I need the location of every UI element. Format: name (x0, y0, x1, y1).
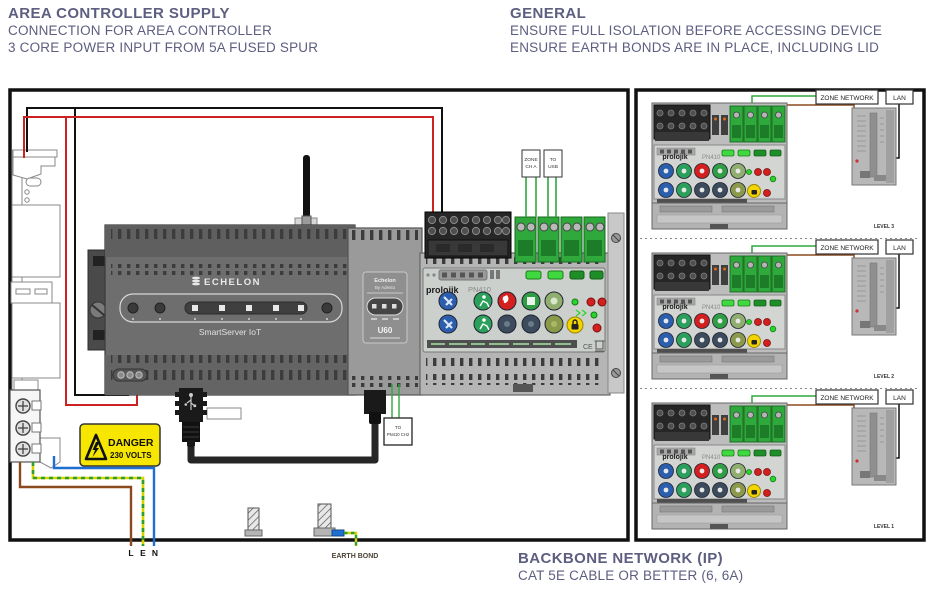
terminal-block-black (424, 211, 512, 259)
svg-text:TO: TO (550, 157, 557, 163)
earth-bond-label: EARTH BOND (332, 553, 379, 560)
warning-triangle-icon (84, 433, 108, 461)
core-label-n: N (152, 548, 158, 558)
svg-text:TO: TO (395, 425, 402, 430)
lan-label: LAN (893, 95, 906, 102)
danger-label: DANGER 230 VOLTS (79, 423, 161, 467)
to-pn410-label: TO PN410 CH2 (383, 417, 413, 446)
u60-brand2-text: By Adesto (375, 285, 396, 290)
level-label: LEVEL 2 (874, 374, 894, 380)
zone-unit-3: prolojik PN410 ZONE NETWORK LAN LEVEL 1 (652, 390, 913, 530)
u60-name: U60 (378, 326, 393, 335)
usb-plug-left-icon (175, 388, 207, 447)
din-foot-tab (206, 407, 242, 420)
zone-network-label: ZONE NETWORK (820, 245, 874, 252)
main-enclosure-diagram: L E N ECHELON (8, 88, 630, 560)
echelon-brand-text: ECHELON (204, 277, 261, 288)
earth-bond-wire (344, 531, 358, 546)
zone-ch-a-label: ZONE CH A (521, 149, 541, 178)
status-led (154, 302, 166, 314)
indicator-squares (192, 305, 304, 311)
zone-network-label: ZONE NETWORK (820, 95, 874, 102)
danger-volts-text: 230 VOLTS (110, 451, 152, 460)
danger-text: DANGER (108, 437, 154, 449)
backbone-title: BACKBONE NETWORK (IP) (518, 550, 724, 567)
power-wire-black (26, 107, 443, 215)
supply-heading-block: AREA CONTROLLER SUPPLY CONNECTION FOR AR… (8, 4, 318, 56)
supply-terminal-block (9, 389, 42, 463)
core-wiring (18, 456, 156, 546)
isolator-outline (10, 149, 61, 469)
level-label: LEVEL 1 (874, 524, 894, 530)
svg-text:USB: USB (548, 164, 558, 170)
smartserver-module: ECHELON SmartServer IoT (87, 224, 356, 420)
pn410-wires-green (391, 384, 400, 418)
wire-e-earth-stripe (31, 462, 145, 546)
wire-l-brown (18, 462, 133, 546)
led-tick-marks (132, 318, 328, 320)
core-labels: L E N (128, 548, 158, 558)
zone-unit-2: prolojik PN410 ZONE NETWORK LAN LEVEL 2 (652, 240, 913, 380)
to-usb-label: TO USB (543, 149, 563, 178)
svg-text:PN410 CH2: PN410 CH2 (387, 432, 410, 437)
svg-text:ZONE: ZONE (524, 157, 537, 163)
earth-bond-stud (244, 503, 345, 537)
power-wire-red (23, 116, 434, 215)
zone-network-label: ZONE NETWORK (820, 395, 874, 402)
u60-module: Echelon By Adesto U60 (347, 227, 423, 396)
supply-line-2: 3 CORE POWER INPUT FROM 5A FUSED SPUR (8, 39, 319, 55)
pn410-model-text: PN410 (468, 285, 491, 294)
backbone-line-1: CAT 5E CABLE OR BETTER (6, 6A) (518, 568, 744, 583)
svg-text:CH A: CH A (525, 164, 537, 170)
usb-cable (187, 424, 379, 464)
pn410-status-leds (525, 270, 604, 280)
pn410-module: prolojik PN410 (419, 252, 611, 396)
usb-plug-right-icon (364, 390, 386, 424)
zone-unit-1: prolojik PN410 ZONE NETWORK LAN LEVEL 3 (652, 90, 913, 230)
general-title: GENERAL (510, 5, 587, 22)
u60-brand-text: Echelon (374, 278, 396, 284)
backbone-heading-block: BACKBONE NETWORK (IP) CAT 5E CABLE OR BE… (518, 549, 743, 585)
general-heading-block: GENERAL ENSURE FULL ISOLATION BEFORE ACC… (510, 4, 882, 56)
prolojik-brand-text: prolojik (662, 154, 687, 161)
lan-label: LAN (893, 395, 906, 402)
status-led (321, 302, 333, 314)
terminal-block-green (514, 216, 606, 263)
button-glyphs-row-2 (443, 318, 557, 331)
prolojik-brand-text: prolojik (426, 285, 459, 295)
echelon-logo: ECHELON (192, 276, 261, 288)
wire-n-blue (52, 456, 156, 546)
lightning-bolt-icon (92, 442, 100, 457)
pn410-model-text: PN410 (702, 305, 721, 311)
weee-bin-icon (594, 340, 605, 352)
general-line-1: ENSURE FULL ISOLATION BEFORE ACCESSING D… (510, 23, 883, 38)
zone-wires-green (525, 177, 557, 217)
prolojik-brand-text: prolojik (662, 304, 687, 311)
core-label-l: L (128, 548, 133, 558)
supply-line-1: CONNECTION FOR AREA CONTROLLER (8, 23, 273, 38)
core-label-e: E (140, 548, 146, 558)
network-panel-diagram: prolojik PN410 ZONE NETWORK LAN LEVEL 3 … (634, 88, 926, 542)
button-glyphs-row-1 (443, 295, 558, 308)
lan-label: LAN (893, 245, 906, 252)
pn410-model-text: PN410 (702, 155, 721, 161)
prolojik-brand-text: prolojik (662, 454, 687, 461)
general-line-2: ENSURE EARTH BONDS ARE IN PLACE, INCLUDI… (510, 39, 880, 55)
pn410-model-text: PN410 (702, 455, 721, 461)
status-led (127, 302, 139, 314)
level-label: LEVEL 3 (874, 224, 894, 230)
supply-title: AREA CONTROLLER SUPPLY (8, 5, 230, 22)
smartserver-name: SmartServer IoT (199, 327, 261, 337)
din-rail-strip (607, 212, 625, 394)
ce-mark: CE (583, 344, 593, 351)
